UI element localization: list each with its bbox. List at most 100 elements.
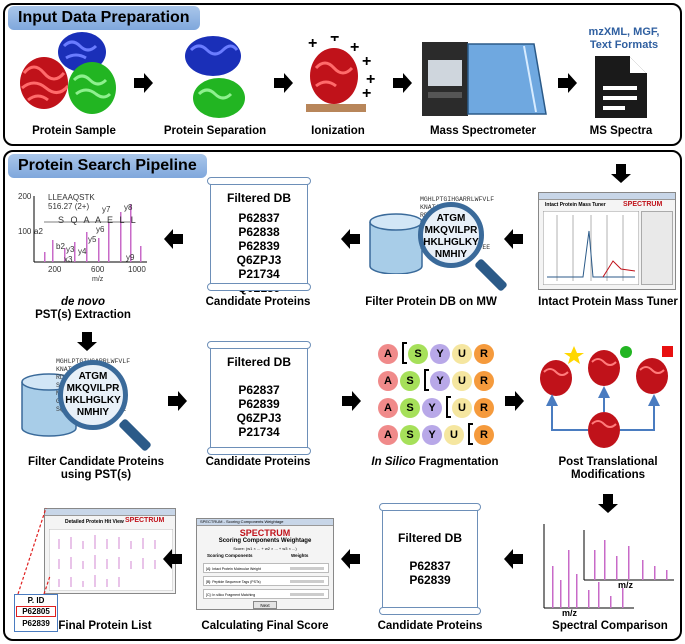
residue-ball: Y — [422, 425, 442, 445]
detailed-protein-hit-window: Detailed Protein Hit View SPECTRUM — [44, 508, 176, 594]
seq-line: MGHLPTGIHGARRLWFVLF — [420, 196, 495, 203]
candidate-proteins-label-2: Candidate Proteins — [205, 456, 311, 468]
protein-id: P62837 — [238, 383, 280, 397]
window-titlebar — [539, 193, 675, 200]
weight-slider[interactable] — [290, 567, 324, 570]
red-square-icon — [662, 346, 673, 357]
spectral-xlabel-back: m/z — [618, 580, 634, 590]
spectrum-ion-y9: y9 — [126, 253, 135, 262]
scroll-roll-top — [207, 341, 311, 349]
ptm-protein-3 — [636, 358, 668, 394]
tuner-window-title: Intact Protein Mass Tuner — [545, 202, 606, 208]
residue-ball: A — [378, 398, 398, 418]
pid-row[interactable]: P62839 — [22, 619, 50, 628]
filtered-db-scroll-3: Filtered DB P62837 P62839 — [379, 503, 481, 615]
protein-id: P62837 — [238, 211, 280, 225]
cleavage-bracket — [402, 342, 407, 364]
score-col-weights: Weights — [291, 553, 309, 558]
svg-text:+: + — [362, 53, 371, 70]
candidate-proteins-label-3: Candidate Proteins — [377, 620, 483, 632]
filter-db-mw-label: Filter Protein DB on MW — [365, 296, 497, 308]
detail-window-title: Detailed Protein Hit View — [65, 519, 124, 525]
residue-ball: Y — [430, 371, 450, 391]
in-silico-italic-text: In Silico — [371, 456, 416, 468]
next-button[interactable]: Next — [253, 601, 277, 609]
cleavage-bracket — [468, 423, 473, 445]
spectrum-tick-x-1000: 1000 — [128, 265, 146, 274]
spectrum-tick-x-600: 600 — [91, 265, 105, 274]
svg-text:+: + — [308, 36, 317, 52]
filtered-db-scroll-2: Filtered DB P62837 P62839 Q6ZPJ3 P21734 — [207, 341, 311, 455]
score-brand: SPECTRUM — [239, 528, 291, 538]
arrow-right-icon — [168, 391, 187, 411]
pid-row-selected[interactable]: P62805 — [16, 606, 56, 617]
residue-ball: U — [452, 371, 472, 391]
spectrum-ion-y4: y4 — [78, 247, 87, 256]
filtered-db-id-list: P62837 P62839 — [383, 559, 477, 587]
filtered-db-title: Filtered DB — [226, 191, 291, 205]
residue-ball: U — [452, 344, 472, 364]
protein-id: P62838 — [238, 225, 280, 239]
score-row-c: [C]: In silico Fragment Matching — [203, 589, 329, 599]
arrow-left-icon — [504, 549, 523, 569]
arrow-left-icon — [504, 229, 523, 249]
spectrum-sequence: S Q A A E L L — [58, 215, 138, 225]
tuner-side-panel — [641, 211, 673, 285]
cleavage-bracket — [424, 369, 429, 391]
spectrum-mz: 516.27 (2+) — [48, 202, 90, 211]
magnifier-lens: ATGM MKQVILPR HKLHGLKY NMHIY — [418, 202, 484, 268]
svg-text:+: + — [330, 36, 339, 46]
filtered-db-scroll-1: Filtered DB P62837 P62838 P62839 Q6ZPJ3 … — [207, 177, 311, 295]
protein-id: P21734 — [238, 425, 280, 439]
intact-protein-mass-tuner-label: Intact Protein Mass Tuner — [538, 296, 678, 308]
step-ms-spectra-label: MS Spectra — [589, 125, 653, 137]
arrow-right-icon — [134, 73, 153, 93]
weight-slider[interactable] — [290, 580, 324, 583]
spectral-comparison-label: Spectral Comparison — [552, 620, 668, 632]
arrow-left-icon — [341, 229, 360, 249]
arrow-left-icon — [164, 229, 183, 249]
residue-ball: S — [400, 425, 420, 445]
residue-ball: S — [408, 344, 428, 364]
filtered-db-title: Filtered DB — [397, 531, 462, 545]
mag-line: HKLHGLKY — [423, 237, 479, 248]
calculating-final-score-label: Calculating Final Score — [201, 620, 329, 632]
mag-line: NMHIY — [76, 407, 110, 418]
document-icon — [595, 56, 647, 118]
arrow-down-icon — [598, 494, 618, 513]
protein-id: Q6ZPJ3 — [236, 253, 282, 267]
step-ionization-label: Ionization — [311, 125, 365, 137]
step-protein-sample-label: Protein Sample — [32, 125, 116, 137]
residue-ball: R — [474, 398, 494, 418]
spectrum-ion-y6: y6 — [96, 225, 105, 234]
detail-grid — [49, 529, 173, 591]
spectrum-ion-b2: b2 — [56, 242, 65, 251]
tuner-plot — [543, 211, 639, 285]
score-heading: Scoring Components Weightage — [218, 538, 312, 544]
spectrum-ion-y3: y3 — [66, 245, 75, 254]
protein-sample-icon — [20, 32, 116, 114]
fragmentation-rest-text: Fragmentation — [418, 456, 499, 468]
residue-ball: A — [378, 425, 398, 445]
denovo-extraction-label: de novo PST(s) Extraction — [18, 296, 148, 322]
arrow-right-icon — [274, 73, 293, 93]
svg-text:+: + — [366, 71, 375, 88]
spectrum-title: LLEAAQSTK — [48, 193, 95, 202]
mass-spectrometer-icon — [422, 42, 547, 116]
denovo-spectrum-plot — [33, 196, 147, 263]
protein-green-cluster — [68, 62, 116, 114]
star-icon — [564, 346, 584, 364]
ptm-protein-1 — [540, 360, 572, 396]
arrow-down-icon — [611, 164, 631, 183]
formats-label-line1: mzXML, MGF, Text Formats — [588, 26, 660, 51]
weight-slider[interactable] — [290, 593, 324, 596]
pid-header: P. ID — [27, 596, 45, 605]
score-row-label: [A]: Intact Protein Molecular Weight — [206, 567, 261, 571]
residue-ball: R — [474, 425, 494, 445]
window-titlebar — [197, 519, 333, 526]
svg-text:+: + — [362, 85, 371, 102]
database-cylinder-icon — [369, 213, 423, 274]
